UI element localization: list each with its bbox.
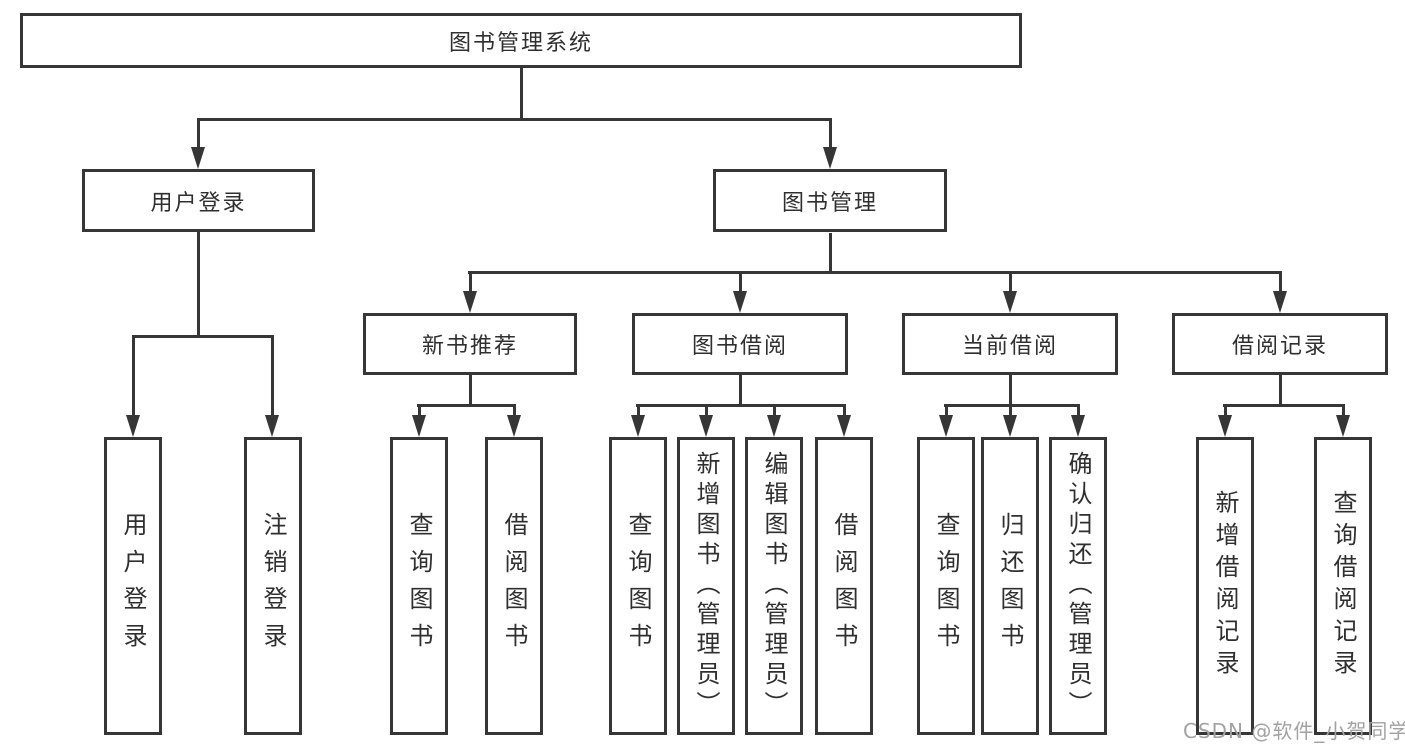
connector-leaf-stem <box>773 404 776 417</box>
node-label: 图书借阅 <box>691 334 788 359</box>
arrowhead-leaf <box>265 415 279 437</box>
arrowhead-leaf <box>837 415 851 437</box>
connector-book-mgmt-drop <box>829 233 832 271</box>
node-module-current-borrowing: 当前借阅 <box>902 313 1118 375</box>
node-leaf-query-borrow-record: 查询借阅记录 <box>1314 437 1372 735</box>
node-label: 查询图书 <box>405 512 433 660</box>
node-label: 查询图书 <box>624 512 652 660</box>
connector-leaf-stem <box>1224 404 1227 417</box>
node-label: 编辑图书（管理员） <box>760 451 788 721</box>
connector-level2-split <box>468 271 1281 274</box>
node-label: 归还图书 <box>996 512 1024 660</box>
connector-group-split <box>1223 404 1345 407</box>
node-leaf-return-books: 归还图书 <box>981 437 1039 735</box>
arrowhead-leaf <box>1003 415 1017 437</box>
node-module-book-borrowing: 图书借阅 <box>632 313 848 375</box>
node-label: 新增图书（管理员） <box>692 451 720 721</box>
node-label: 查询图书 <box>932 512 960 660</box>
node-leaf-add-borrow-record: 新增借阅记录 <box>1196 437 1254 735</box>
arrowhead-book-mgmt <box>823 147 837 169</box>
node-label: 借阅图书 <box>830 512 858 660</box>
node-root-system: 图书管理系统 <box>20 13 1022 68</box>
connector-module-stem <box>739 271 742 293</box>
node-module-borrow-records: 借阅记录 <box>1172 313 1388 375</box>
csdn-watermark: CSDN @软件_小贺同学 <box>1183 719 1405 743</box>
node-label: 当前借阅 <box>961 334 1058 359</box>
connector-level1-split <box>197 118 832 121</box>
node-leaf-add-books-admin: 新增图书（管理员） <box>677 437 735 735</box>
connector-leaf-stem <box>1077 404 1080 417</box>
node-label: 图书管理 <box>781 190 878 216</box>
connector-group-split <box>417 404 516 407</box>
node-leaf-query-books-recommend: 查询图书 <box>390 437 448 735</box>
node-label: 新增借阅记录 <box>1211 490 1239 682</box>
connector-leaf-stem <box>945 404 948 417</box>
node-label: 查询借阅记录 <box>1329 490 1357 682</box>
node-branch-book-management: 图书管理 <box>713 169 947 232</box>
arrowhead-module <box>463 291 477 313</box>
connector-user-login-stem <box>197 118 200 148</box>
node-leaf-borrow-books-borrowing: 借阅图书 <box>815 437 873 735</box>
arrowhead-leaf <box>939 415 953 437</box>
connector-leaf-stem <box>271 335 274 417</box>
connector-module-drop <box>1009 375 1012 405</box>
node-leaf-edit-books-admin: 编辑图书（管理员） <box>745 437 803 735</box>
node-branch-user-login: 用户登录 <box>82 169 315 232</box>
connector-leaf-stem <box>637 404 640 417</box>
connector-leaf-stem <box>513 404 516 417</box>
connector-leaf-stem <box>418 404 421 417</box>
node-leaf-borrow-books-recommend: 借阅图书 <box>485 437 543 735</box>
node-label: 新书推荐 <box>421 334 518 359</box>
connector-leaf-stem <box>1009 404 1012 417</box>
node-label: 借阅图书 <box>500 512 528 660</box>
node-label: 用户登录 <box>150 190 247 216</box>
connector-module-drop <box>1279 375 1282 405</box>
node-label: 用户登录 <box>119 512 147 660</box>
connector-module-drop <box>739 375 742 405</box>
arrowhead-user-login <box>191 147 205 169</box>
node-leaf-confirm-return-admin: 确认归还（管理员） <box>1049 437 1107 735</box>
arrowhead-module <box>1273 291 1287 313</box>
node-leaf-user-login: 用户登录 <box>104 437 162 735</box>
connector-user-login-drop <box>197 232 200 335</box>
arrowhead-leaf <box>126 415 140 437</box>
arrowhead-leaf <box>1336 415 1350 437</box>
arrowhead-module <box>1003 291 1017 313</box>
connector-group-split <box>944 404 1080 407</box>
connector-user-login-split <box>132 335 274 338</box>
node-label: 图书管理系统 <box>448 30 593 56</box>
arrowhead-leaf <box>1218 415 1232 437</box>
arrowhead-leaf <box>1071 415 1085 437</box>
connector-module-stem <box>1279 271 1282 293</box>
connector-book-mgmt-stem <box>829 118 832 148</box>
node-label: 注销登录 <box>259 512 287 660</box>
connector-leaf-stem <box>843 404 846 417</box>
connector-module-drop <box>469 375 472 405</box>
node-label: 确认归还（管理员） <box>1064 451 1092 721</box>
connector-module-stem <box>1009 271 1012 293</box>
connector-root-drop <box>520 68 523 118</box>
node-leaf-logout: 注销登录 <box>244 437 302 735</box>
arrowhead-leaf <box>412 415 426 437</box>
arrowhead-leaf <box>699 415 713 437</box>
arrowhead-module <box>733 291 747 313</box>
node-label: 借阅记录 <box>1231 334 1328 359</box>
arrowhead-leaf <box>767 415 781 437</box>
arrowhead-leaf <box>507 415 521 437</box>
node-leaf-query-books-borrowing: 查询图书 <box>609 437 667 735</box>
connector-leaf-stem <box>132 335 135 417</box>
node-leaf-query-books-current: 查询图书 <box>917 437 975 735</box>
connector-leaf-stem <box>705 404 708 417</box>
connector-group-split <box>636 404 845 407</box>
connector-leaf-stem <box>1342 404 1345 417</box>
connector-module-stem <box>469 271 472 293</box>
node-module-new-book-recommend: 新书推荐 <box>363 313 577 375</box>
arrowhead-leaf <box>631 415 645 437</box>
